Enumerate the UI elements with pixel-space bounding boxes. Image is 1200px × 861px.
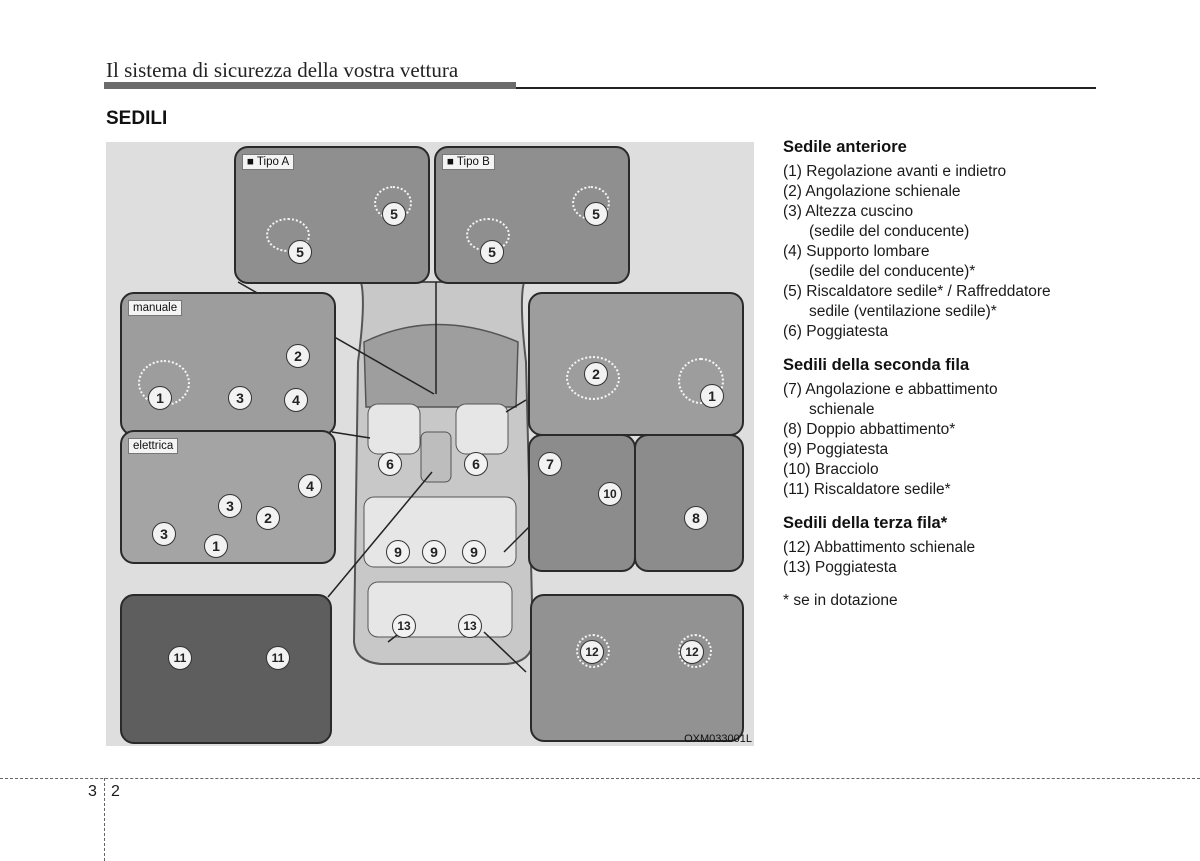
panel-power-seat: elettrica 4 3 2 3 1 xyxy=(120,430,336,564)
callout-3: 3 xyxy=(228,386,252,410)
illustration-lines xyxy=(237,281,535,673)
callout-2: 2 xyxy=(286,344,310,368)
callout-11: 11 xyxy=(266,646,290,670)
panel-tag-manuale: manuale xyxy=(128,300,183,316)
callout-1: 1 xyxy=(700,384,724,408)
callout-1: 1 xyxy=(204,534,228,558)
legend-second-row: Sedili della seconda fila (7) Angolazion… xyxy=(783,356,1113,500)
callout-9: 9 xyxy=(462,540,486,564)
legend-item: (6) Poggiatesta xyxy=(783,323,889,340)
panel-front-seat-side: 2 1 xyxy=(528,292,744,436)
legend-item-continuation: (sedile del conducente) xyxy=(809,223,970,240)
callout-4: 4 xyxy=(284,388,308,412)
callout-5: 5 xyxy=(584,202,608,226)
legend-item: (1) Regolazione avanti e indietro xyxy=(783,163,1007,180)
legend-item-continuation: sedile (ventilazione sedile)* xyxy=(809,303,997,320)
legend-item: (11) Riscaldatore sedile* xyxy=(783,481,951,498)
seats-illustration: ■ Tipo A 5 5 ■ Tipo B 5 5 manuale 2 1 3 … xyxy=(106,142,754,746)
legend-second-title: Sedili della seconda fila xyxy=(783,356,970,374)
panel-rear-heater: 11 11 xyxy=(120,594,332,744)
callout-1: 1 xyxy=(148,386,172,410)
panel-manual-seat: manuale 2 1 3 4 xyxy=(120,292,336,436)
callout-4: 4 xyxy=(298,474,322,498)
callout-12: 12 xyxy=(580,640,604,664)
legend-item: (5) Riscaldatore sedile* / Raffreddatore xyxy=(783,283,1051,300)
header-rule-thick xyxy=(104,82,516,89)
callout-10: 10 xyxy=(598,482,622,506)
callout-11: 11 xyxy=(168,646,192,670)
callout-6: 6 xyxy=(464,452,488,476)
panel-tag-tipo-b: ■ Tipo B xyxy=(442,154,495,170)
legend-item-continuation: (sedile del conducente)* xyxy=(809,263,976,280)
panel-tag-tipo-a: ■ Tipo A xyxy=(242,154,295,170)
header-rule-thin xyxy=(516,87,1096,89)
page-number: 2 xyxy=(111,783,120,800)
callout-5: 5 xyxy=(382,202,406,226)
section-number: 3 xyxy=(88,783,97,800)
legend-item: (10) Bracciolo xyxy=(783,461,879,478)
fold-strap-ring xyxy=(678,634,712,668)
legend-item: (3) Altezza cuscino xyxy=(783,203,914,220)
seat-legend: Sedile anteriore (1) Regolazione avanti … xyxy=(783,138,1113,610)
callout-13: 13 xyxy=(458,614,482,638)
footer-rule xyxy=(0,778,1200,779)
panel-tag-elettrica: elettrica xyxy=(128,438,179,454)
legend-item: (12) Abbattimento schienale xyxy=(783,539,976,556)
callout-12: 12 xyxy=(680,640,704,664)
callout-6: 6 xyxy=(378,452,402,476)
callout-2: 2 xyxy=(584,362,608,386)
callout-7: 7 xyxy=(538,452,562,476)
legend-item: (7) Angolazione e abbattimento xyxy=(783,381,998,398)
legend-item-continuation: schienale xyxy=(809,401,875,418)
seat-lever-ring xyxy=(566,356,620,400)
footer-divider xyxy=(104,778,105,861)
legend-item: (13) Poggiatesta xyxy=(783,559,897,576)
legend-item: (8) Doppio abbattimento* xyxy=(783,421,956,438)
seat-lever-ring xyxy=(678,358,724,404)
callout-13: 13 xyxy=(392,614,416,638)
callout-8: 8 xyxy=(684,506,708,530)
footnote: * se in dotazione xyxy=(783,592,898,609)
panel-second-row-fold: 8 xyxy=(634,434,744,572)
panel-cargo-area: 12 12 xyxy=(530,594,744,742)
section-title: SEDILI xyxy=(106,108,168,129)
fold-strap-ring xyxy=(576,634,610,668)
legend-third-row: Sedili della terza fila* (12) Abbattimen… xyxy=(783,514,1113,578)
panel-second-row-side: 7 10 xyxy=(528,434,636,572)
callout-9: 9 xyxy=(422,540,446,564)
callout-5: 5 xyxy=(480,240,504,264)
figure-code: OXM033001L xyxy=(684,733,752,745)
legend-third-title: Sedili della terza fila* xyxy=(783,514,948,532)
legend-front-title: Sedile anteriore xyxy=(783,138,907,156)
header-title: Il sistema di sicurezza della vostra vet… xyxy=(106,58,459,82)
callout-3: 3 xyxy=(218,494,242,518)
legend-item: (9) Poggiatesta xyxy=(783,441,889,458)
callout-5: 5 xyxy=(288,240,312,264)
legend-item: (4) Supporto lombare xyxy=(783,243,930,260)
legend-item: (2) Angolazione schienale xyxy=(783,183,961,200)
panel-tipo-a: ■ Tipo A 5 5 xyxy=(234,146,430,284)
callout-2: 2 xyxy=(256,506,280,530)
panel-tipo-b: ■ Tipo B 5 5 xyxy=(434,146,630,284)
legend-front-seat: Sedile anteriore (1) Regolazione avanti … xyxy=(783,138,1113,342)
callout-3: 3 xyxy=(152,522,176,546)
callout-9: 9 xyxy=(386,540,410,564)
